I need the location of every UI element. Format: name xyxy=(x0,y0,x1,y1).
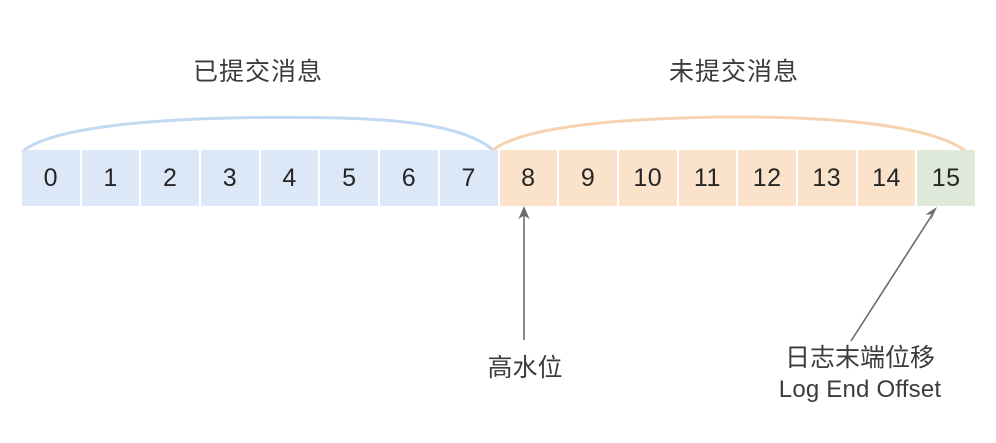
committed-brace xyxy=(21,115,495,153)
offset-strip: 0 1 2 3 4 5 6 7 8 9 10 11 12 13 14 15 xyxy=(22,150,975,206)
offset-cell-6[interactable]: 6 xyxy=(380,150,440,206)
offset-cell-14[interactable]: 14 xyxy=(857,150,918,206)
offset-cell-1[interactable]: 1 xyxy=(81,150,142,206)
high-watermark-arrow xyxy=(518,206,530,340)
uncommitted-section-label: 未提交消息 xyxy=(668,58,799,86)
offset-cell-2[interactable]: 2 xyxy=(141,150,202,206)
offset-cell-15[interactable]: 15 xyxy=(917,150,975,206)
log-end-offset-arrow xyxy=(850,207,937,342)
offset-cell-5[interactable]: 5 xyxy=(320,150,381,206)
offset-cell-9[interactable]: 9 xyxy=(559,150,619,206)
offset-cell-7[interactable]: 7 xyxy=(439,150,500,206)
offset-cell-3[interactable]: 3 xyxy=(201,150,261,206)
uncommitted-brace xyxy=(491,115,966,152)
offset-cell-8[interactable]: 8 xyxy=(499,150,560,206)
log-end-offset-label-en: Log End Offset xyxy=(778,376,942,403)
high-watermark-label: 高水位 xyxy=(487,354,563,382)
offset-cell-11[interactable]: 11 xyxy=(678,150,739,206)
offset-cell-12[interactable]: 12 xyxy=(738,150,798,206)
offset-cell-0[interactable]: 0 xyxy=(22,150,82,206)
offset-cell-13[interactable]: 13 xyxy=(797,150,858,206)
log-end-offset-label-cn: 日志末端位移 xyxy=(784,344,935,372)
offset-cell-10[interactable]: 10 xyxy=(618,150,679,206)
committed-section-label: 已提交消息 xyxy=(192,58,323,86)
offset-cell-4[interactable]: 4 xyxy=(260,150,321,206)
log-end-offset-label: 日志末端位移 Log End Offset xyxy=(738,343,982,405)
